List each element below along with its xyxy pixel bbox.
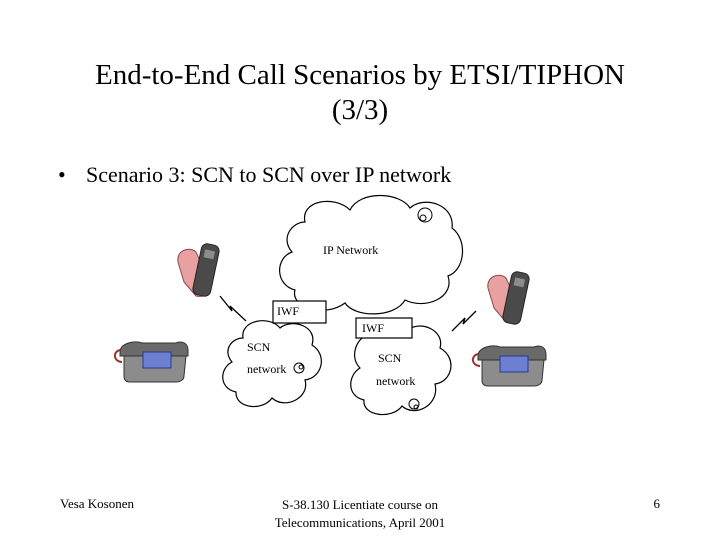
footer-course-line2: Telecommunications, April 2001 <box>274 515 446 530</box>
scn-left-line1: SCN <box>247 340 271 354</box>
iwf-left-box <box>272 300 327 324</box>
iwf-left-label: IWF <box>277 304 299 318</box>
scn-right-line1: SCN <box>378 351 402 365</box>
scn-right-node-icon <box>408 398 420 410</box>
scn-right-line2: network <box>376 374 415 388</box>
bullet-text: Scenario 3: SCN to SCN over IP network <box>86 162 452 187</box>
page-number: 6 <box>653 496 661 511</box>
title-line-1: End-to-End Call Scenarios by ETSI/TIPHON <box>95 59 625 91</box>
mobile-phone-icon <box>487 271 530 325</box>
scn-left-node-icon <box>293 362 305 374</box>
mobile-phone-icon <box>177 243 220 297</box>
desk-phone-icon <box>472 345 547 387</box>
iwf-right-label: IWF <box>362 321 384 335</box>
ip-network-label: IP Network <box>323 243 378 257</box>
bullet-item: • Scenario 3: SCN to SCN over IP network <box>58 160 451 190</box>
footer-course-line1: S-38.130 Licentiate course on <box>282 497 438 512</box>
scn-left-line2: network <box>247 362 286 376</box>
footer-author: Vesa Kosonen <box>60 496 135 511</box>
slide-title: End-to-End Call Scenarios by ETSI/TIPHON… <box>40 58 680 128</box>
scn-left-cloud <box>222 320 322 408</box>
lightning-link-icon <box>219 295 247 322</box>
iwf-right-box <box>355 317 413 339</box>
lightning-link-icon <box>451 310 477 332</box>
title-line-2: (3/3) <box>331 94 389 126</box>
footer-course: S-38.130 Licentiate course on Telecommun… <box>200 496 520 532</box>
ip-network-cloud <box>279 194 464 315</box>
cloud-icon <box>417 207 433 223</box>
bullet-dot-icon: • <box>58 162 66 187</box>
desk-phone-icon <box>114 341 189 383</box>
